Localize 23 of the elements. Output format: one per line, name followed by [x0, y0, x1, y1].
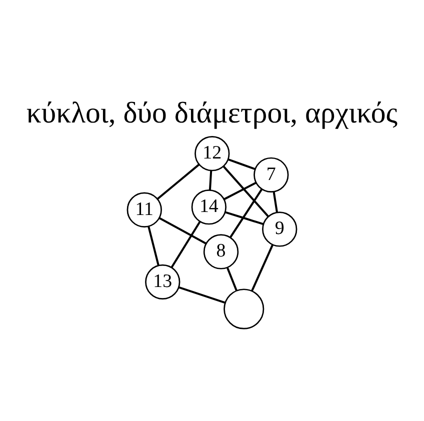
- connector: [228, 158, 256, 170]
- node-circle: 9: [262, 211, 298, 246]
- node-circle: [224, 288, 264, 329]
- node-circle: 7: [254, 156, 289, 192]
- node-circle: 8: [203, 234, 239, 269]
- connector: [208, 170, 212, 190]
- connector: [224, 210, 264, 225]
- node-circle: 12: [194, 136, 230, 171]
- node-circle: 14: [191, 189, 227, 224]
- connector: [159, 216, 206, 244]
- node-circle: 13: [145, 264, 180, 300]
- connector: [272, 191, 278, 212]
- diagram-title: κύκλοι, δύο διάμετροι, αρχικός: [26, 96, 398, 130]
- node-circle: 11: [126, 192, 162, 227]
- connector: [178, 286, 226, 304]
- connector: [170, 220, 201, 268]
- connector: [250, 244, 274, 291]
- connector: [226, 267, 238, 290]
- connector: [156, 163, 200, 200]
- connector: [230, 188, 263, 238]
- connector: [148, 226, 160, 265]
- connector: [222, 165, 270, 217]
- connector: [224, 181, 256, 200]
